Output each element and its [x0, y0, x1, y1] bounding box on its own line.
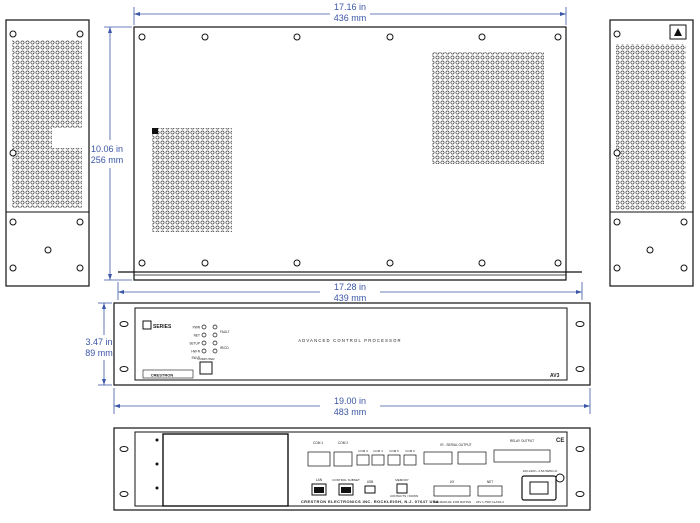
front-series-label: SERIES — [153, 324, 172, 330]
rear-net-label: NET — [487, 480, 493, 484]
base-width-label: 17.28 in 439 mm — [325, 282, 375, 304]
rear-lan-label: LAN — [316, 478, 323, 482]
front-led-label-swr: SW-R — [192, 356, 201, 360]
rear-manufacturer: CRESTRON ELECTRONICS INC. ROCKLEIGH, N.J… — [301, 499, 439, 504]
depth-in: 10.06 in — [90, 144, 124, 154]
base-width-in: 17.28 in — [333, 282, 367, 292]
rear-com4-label: COM 4 — [373, 449, 383, 453]
front-led-label-net: NET — [194, 334, 200, 338]
rear-view: COM 1 COM 2 COM 3 COM 4 COM 5 COM 6 IR -… — [113, 427, 591, 511]
top-width-label: 17.16 in 436 mm — [325, 2, 375, 24]
front-model-title: ADVANCED CONTROL PROCESSOR — [298, 338, 402, 343]
overall-width-in: 19.00 in — [333, 396, 367, 406]
rear-contacts-label: CONTACTS / DOWN — [390, 494, 418, 498]
rear-terminal-blocks — [307, 449, 551, 497]
rear-relay-label: RELAY OUTPUT — [510, 439, 534, 443]
front-ir-label: IR/CD — [220, 346, 229, 350]
rear-com3-label: COM 3 — [358, 449, 368, 453]
rear-control-label: CONTROL SUBNET — [332, 478, 360, 482]
overall-width-label: 19.00 in 483 mm — [325, 396, 375, 418]
base-width-mm: 439 mm — [333, 293, 367, 303]
depth-label: 10.06 in 256 mm — [82, 144, 132, 166]
left-side-view — [5, 19, 90, 287]
front-brand: CRESTRON — [151, 373, 174, 378]
height-in: 3.47 in — [85, 337, 113, 347]
overall-width-mm: 483 mm — [333, 407, 367, 417]
rear-com1-label: COM 1 — [313, 441, 323, 445]
front-model-short: AV3 — [550, 373, 560, 379]
front-fault-label: FAULT — [220, 330, 230, 334]
top-width-mm: 436 mm — [333, 13, 367, 23]
top-screws — [138, 33, 562, 267]
rear-io-label: I/O — [450, 480, 455, 484]
rear-com6-label: COM 6 — [405, 449, 415, 453]
front-view: SERIES PWR NET SETUP HW-R SW-R FAULT IR/… — [113, 302, 591, 386]
right-side-view — [609, 19, 694, 287]
front-led-label-hwr: HW-R — [191, 350, 200, 354]
rear-class-note: 24V 1.75W CLASS 2 — [476, 500, 504, 504]
rear-com2-label: COM 2 — [338, 441, 348, 445]
height-mm: 89 mm — [85, 348, 113, 358]
rear-ports — [311, 473, 565, 501]
front-leds — [201, 324, 218, 354]
rear-serial-label: IR - SERIAL OUTPUT — [440, 443, 471, 447]
top-width-in: 17.16 in — [333, 2, 367, 12]
height-label: 3.47 in 89 mm — [78, 337, 120, 359]
rear-memory-label: MEMORY — [395, 478, 408, 482]
front-computer-label: COMPUTER — [197, 357, 215, 361]
depth-mm: 256 mm — [90, 155, 124, 165]
rear-ce-label: CE — [556, 438, 564, 444]
rear-manual-note: SEE MANUAL FOR RATING — [433, 500, 472, 504]
dimension-arrows — [102, 12, 590, 408]
rear-power-label: 100-240V~ 2.5A 50/60 Hz — [523, 469, 558, 473]
rear-com5-label: COM 5 — [389, 449, 399, 453]
front-led-label-pwr: PWR — [193, 326, 201, 330]
front-led-label-setup: SETUP — [189, 342, 200, 346]
top-view — [118, 26, 582, 281]
rear-usb-label: USB — [367, 480, 374, 484]
dimension-lines — [98, 7, 591, 414]
